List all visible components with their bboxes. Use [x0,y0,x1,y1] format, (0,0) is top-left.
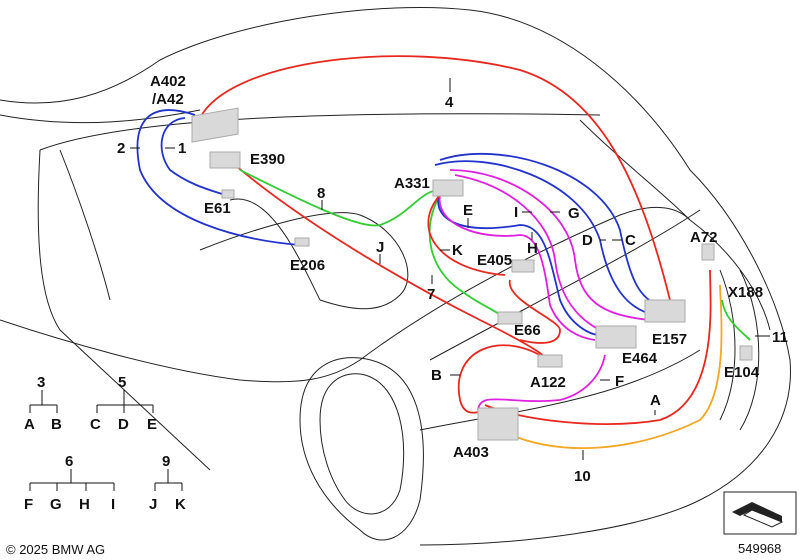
part-E206 [294,237,310,247]
component-labels: A402 /A42 E390 E61 E206 A331 E405 E66 E1… [150,73,763,461]
wire-harnesses [136,55,751,449]
legend-child: C [90,416,101,433]
legend-parent: 5 [118,374,126,391]
wire-label-10: 10 [574,468,591,485]
wire-label-8: 8 [317,185,325,202]
wire-label-G: G [568,205,580,222]
legend-tree-3: 3 A B [24,374,62,433]
parts [191,107,753,441]
legend-child: J [149,496,157,513]
label-E61: E61 [204,200,231,217]
part-A403 [477,407,519,441]
label-A403: A403 [453,444,489,461]
wire-label-E: E [463,202,473,219]
label-E464: E464 [622,350,658,367]
part-E61 [221,189,235,199]
wire-label-7: 7 [427,286,435,303]
label-E66: E66 [514,322,541,339]
part-E464 [595,325,637,349]
legend-child: D [118,416,129,433]
car-outline [0,6,791,546]
leader-lines [130,78,770,460]
legend-child: G [50,496,62,513]
part-A402 [191,107,239,143]
wire-labels: 2 1 4 8 7 10 11 A B C D E F G H I J K [117,94,788,485]
wire-label-D: D [582,232,593,249]
label-A331: A331 [394,175,430,192]
wire-label-2: 2 [117,140,125,157]
legend-child: E [147,416,157,433]
label-E390: E390 [250,151,285,168]
legend-child: A [24,416,35,433]
image-number: 549968 [738,541,781,556]
part-E157 [644,299,686,323]
wire-label-C: C [625,232,636,249]
legend-parent: 3 [37,374,45,391]
label-A122: A122 [530,374,566,391]
wire-label-A: A [650,392,661,409]
legend-child: B [51,416,62,433]
legend-child: K [175,496,186,513]
part-A72 [701,243,715,261]
part-E390 [209,151,241,169]
part-A122 [537,354,563,368]
label-E157: E157 [652,331,687,348]
legend-parent: 6 [65,453,73,470]
legend-tree-9: 9 J K [149,453,186,513]
label-E405: E405 [477,252,512,269]
label-E104: E104 [724,364,760,381]
wire-label-H: H [527,240,538,257]
wire-label-F: F [615,373,624,390]
copyright: © 2025 BMW AG [6,542,105,557]
part-E66 [497,311,523,325]
wire-label-4: 4 [445,94,454,111]
wire-label-B: B [431,367,442,384]
view-orientation-icon [723,491,797,535]
legend-parent: 9 [162,453,170,470]
wire-label-11: 11 [772,329,788,346]
label-A72: A72 [690,229,718,246]
label-A402: A402 [150,73,186,90]
part-A331 [432,179,464,197]
wire-label-1: 1 [178,140,186,157]
part-E104 [739,345,753,361]
label-E206: E206 [290,257,325,274]
wire-label-K: K [452,242,463,259]
wire-label-I: I [514,204,518,221]
legend-child: F [24,496,33,513]
part-E405 [511,259,535,273]
legend-tree-6: 6 F G H I [24,453,115,513]
legend-child: I [111,496,115,513]
label-A42: /A42 [152,91,184,108]
label-X188: X188 [728,284,763,301]
legend-child: H [79,496,90,513]
wire-label-J: J [376,239,384,256]
legend-tree-5: 5 C D E [90,374,157,433]
